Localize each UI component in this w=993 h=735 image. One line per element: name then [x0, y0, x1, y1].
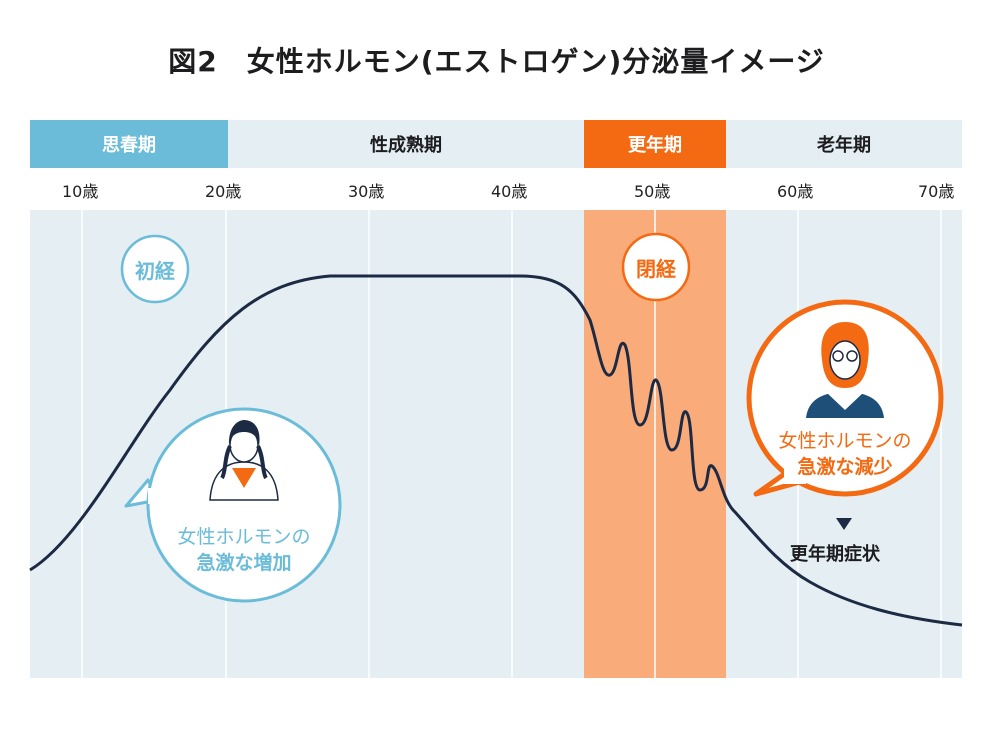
- bubble-increase-text: 女性ホルモンの 急激な増加: [164, 524, 324, 576]
- age-label-40: 40歳: [491, 182, 528, 201]
- triangle-down-icon: [836, 518, 852, 530]
- girl-icon: [209, 420, 279, 501]
- bubble-decrease-tail-cover: [784, 468, 806, 484]
- phase-puberty: 思春期: [30, 120, 228, 168]
- menopause-event-label: 閉経: [636, 256, 676, 281]
- age-label-60: 60歳: [777, 182, 814, 201]
- bubble-increase-line1: 女性ホルモンの: [177, 526, 311, 548]
- woman-icon: [806, 322, 884, 418]
- menopause-circle: [621, 232, 691, 302]
- estrogen-curve: [29, 274, 963, 627]
- age-label-50: 50歳: [634, 182, 671, 201]
- phase-senescence-label: 老年期: [817, 135, 871, 156]
- phase-menopause: 更年期: [584, 120, 726, 168]
- bubble-increase: [124, 407, 342, 603]
- bubble-decrease-text: 女性ホルモンの 急激な減少: [765, 428, 925, 480]
- phase-puberty-label: 思春期: [102, 135, 156, 156]
- bubble-increase-line2: 急激な増加: [196, 552, 292, 574]
- age-label-10: 10歳: [62, 182, 99, 201]
- phase-maturity: 性成熟期: [228, 120, 584, 168]
- phase-menopause-label: 更年期: [628, 135, 682, 156]
- bubble-increase-tail-cover: [148, 488, 166, 504]
- age-label-70: 70歳: [918, 182, 955, 201]
- phase-maturity-label: 性成熟期: [370, 135, 442, 156]
- bubble-decrease-line1: 女性ホルモンの: [778, 430, 912, 452]
- age-label-20: 20歳: [205, 182, 242, 201]
- age-label-30: 30歳: [348, 182, 385, 201]
- menopause-symptoms-label: 更年期症状: [790, 544, 880, 565]
- phase-senescence: 老年期: [726, 120, 962, 168]
- bubble-decrease-line2: 急激な減少: [797, 456, 893, 478]
- page-title: 図2 女性ホルモン(エストロゲン)分泌量イメージ: [168, 45, 825, 78]
- menarche-label: 初経: [135, 258, 175, 283]
- menarche-circle: [120, 234, 190, 304]
